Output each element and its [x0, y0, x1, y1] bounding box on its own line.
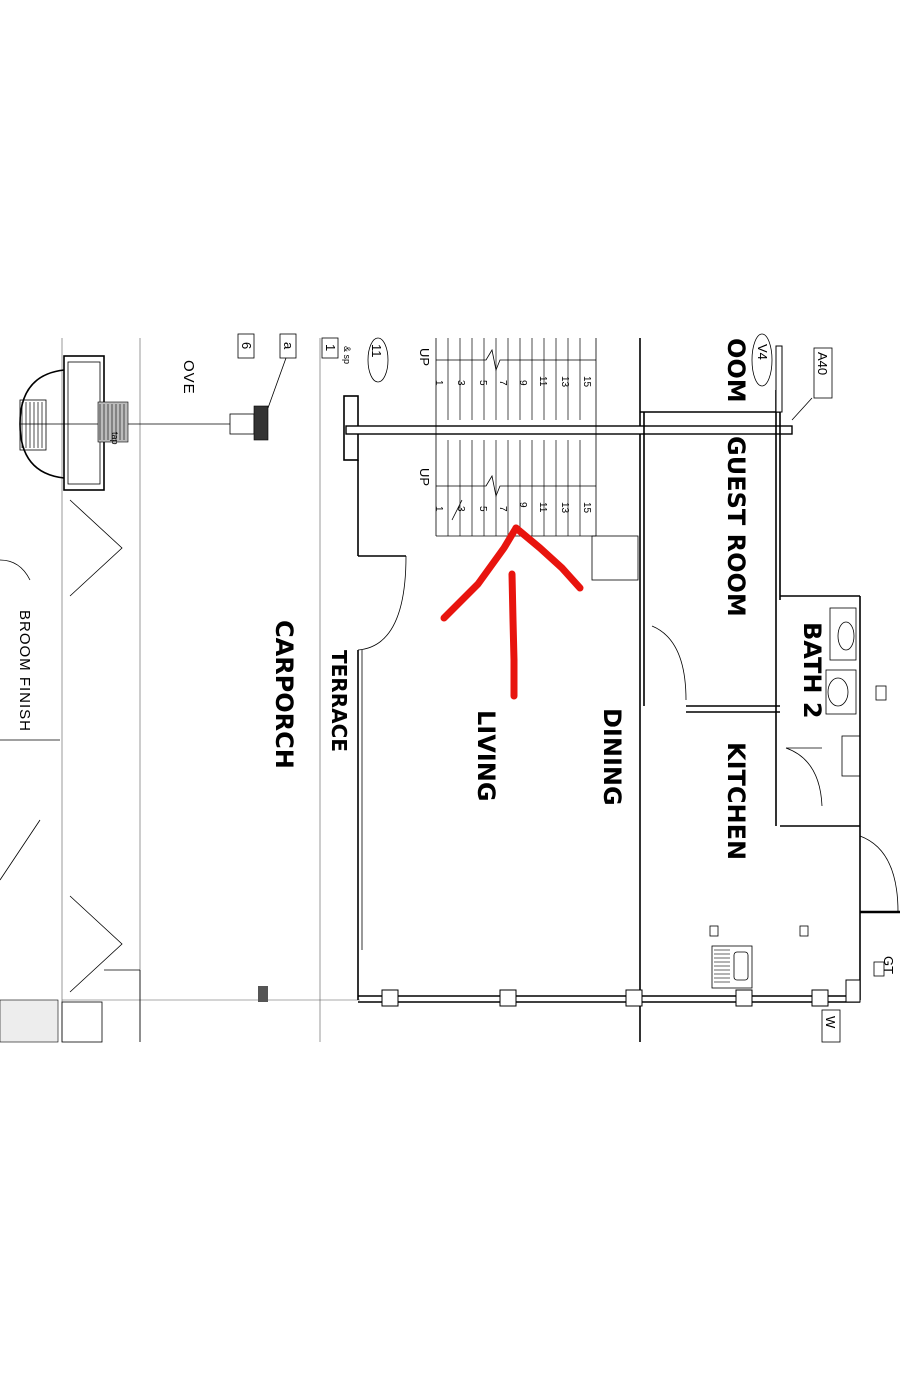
svg-text:5: 5 — [477, 380, 488, 386]
room-label-kitchen: KITCHEN — [722, 742, 750, 860]
tag-a40: A40 — [815, 352, 830, 375]
svg-text:13: 13 — [559, 376, 570, 388]
tag-1: 1 — [323, 344, 338, 351]
room-label-guest-room: GUEST ROOM — [722, 436, 750, 617]
svg-text:9: 9 — [517, 380, 528, 386]
interior-walls — [643, 412, 900, 1000]
red-arrow-head-left — [440, 524, 520, 622]
gt-label: GT — [881, 956, 896, 974]
stair-up-label-upper: UP — [417, 348, 432, 366]
beam-line: A40 V4 11 — [345, 333, 833, 600]
tag-v4: V4 — [755, 344, 770, 360]
tag-a: a — [281, 342, 296, 350]
upper-flight-numbers: 1 3 5 7 9 11 13 15 — [433, 376, 592, 388]
svg-text:9: 9 — [517, 502, 528, 508]
tap-label: tap — [110, 432, 120, 445]
svg-text:1: 1 — [433, 380, 444, 386]
planter-outlines — [0, 499, 268, 1043]
svg-text:15: 15 — [581, 376, 592, 388]
staircase: 1 3 5 7 9 11 13 15 1 3 5 7 9 11 13 15 UP… — [417, 338, 639, 581]
stair-up-label-lower: UP — [417, 468, 432, 486]
svg-text:13: 13 — [559, 502, 570, 514]
svg-text:11: 11 — [537, 376, 548, 387]
red-arrow-annotation — [440, 524, 584, 700]
bottom-wall-windows: W GT — [358, 956, 896, 1043]
room-label-carporch: CARPORCH — [270, 620, 298, 769]
terrace-structure: 1 & sp — [321, 337, 407, 1000]
room-label-partial: OOM — [722, 338, 750, 403]
room-label-bath-2: BATH 2 — [798, 622, 826, 719]
tag-6: 6 — [239, 342, 254, 349]
room-label-dining: DINING — [598, 708, 626, 806]
kitchen-sink — [711, 945, 753, 989]
lower-flight-numbers: 1 3 5 7 9 11 13 15 — [433, 502, 592, 514]
plan-frame — [61, 338, 641, 1042]
broom-finish-label: BROOM FINISH — [16, 610, 33, 732]
svg-text:3: 3 — [455, 380, 466, 386]
room-label-terrace: TERRACE — [327, 650, 351, 752]
svg-text:11: 11 — [537, 502, 548, 513]
svg-text:1: 1 — [433, 506, 444, 512]
svg-text:3: 3 — [455, 506, 466, 512]
red-arrow-shaft — [508, 570, 518, 700]
svg-text:7: 7 — [497, 380, 508, 386]
tag-11: 11 — [369, 344, 384, 358]
svg-text:7: 7 — [497, 506, 508, 512]
ove-label: OVE — [180, 360, 197, 395]
room-label-living: LIVING — [472, 710, 500, 802]
sp-label: & sp — [342, 346, 352, 364]
red-arrow-head-right — [512, 524, 584, 592]
svg-text:15: 15 — [581, 502, 592, 514]
water-tank-fixture: tap a 6 OVE — [19, 333, 297, 491]
svg-text:5: 5 — [477, 506, 488, 512]
tag-w: W — [823, 1016, 838, 1029]
